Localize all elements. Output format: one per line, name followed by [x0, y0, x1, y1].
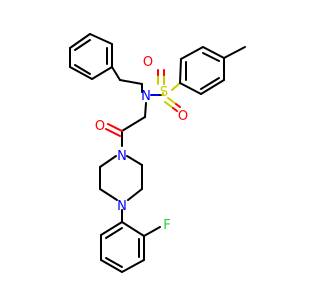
ethyl-chain — [111, 66, 143, 93]
piperazine-ring — [99, 155, 143, 223]
atom-n-sulfonamide: N — [141, 89, 151, 104]
molecule-structure: O S O N O N N F — [69, 33, 246, 273]
fluorophenyl-ring — [100, 221, 161, 273]
atom-o-carbonyl: O — [95, 119, 105, 134]
atom-o-sulfonyl-top: O — [143, 55, 153, 70]
atom-n-piperazine-top: N — [117, 149, 127, 164]
phenyl-ring — [69, 33, 113, 80]
sulfonamide-group — [150, 69, 181, 112]
atom-s: S — [160, 85, 168, 100]
atom-n-piperazine-bottom: N — [117, 199, 127, 214]
atom-f: F — [163, 218, 170, 233]
toluene-ring — [179, 46, 246, 95]
atom-o-sulfonyl-bottom: O — [178, 109, 188, 124]
acetyl-linker — [105, 102, 147, 147]
